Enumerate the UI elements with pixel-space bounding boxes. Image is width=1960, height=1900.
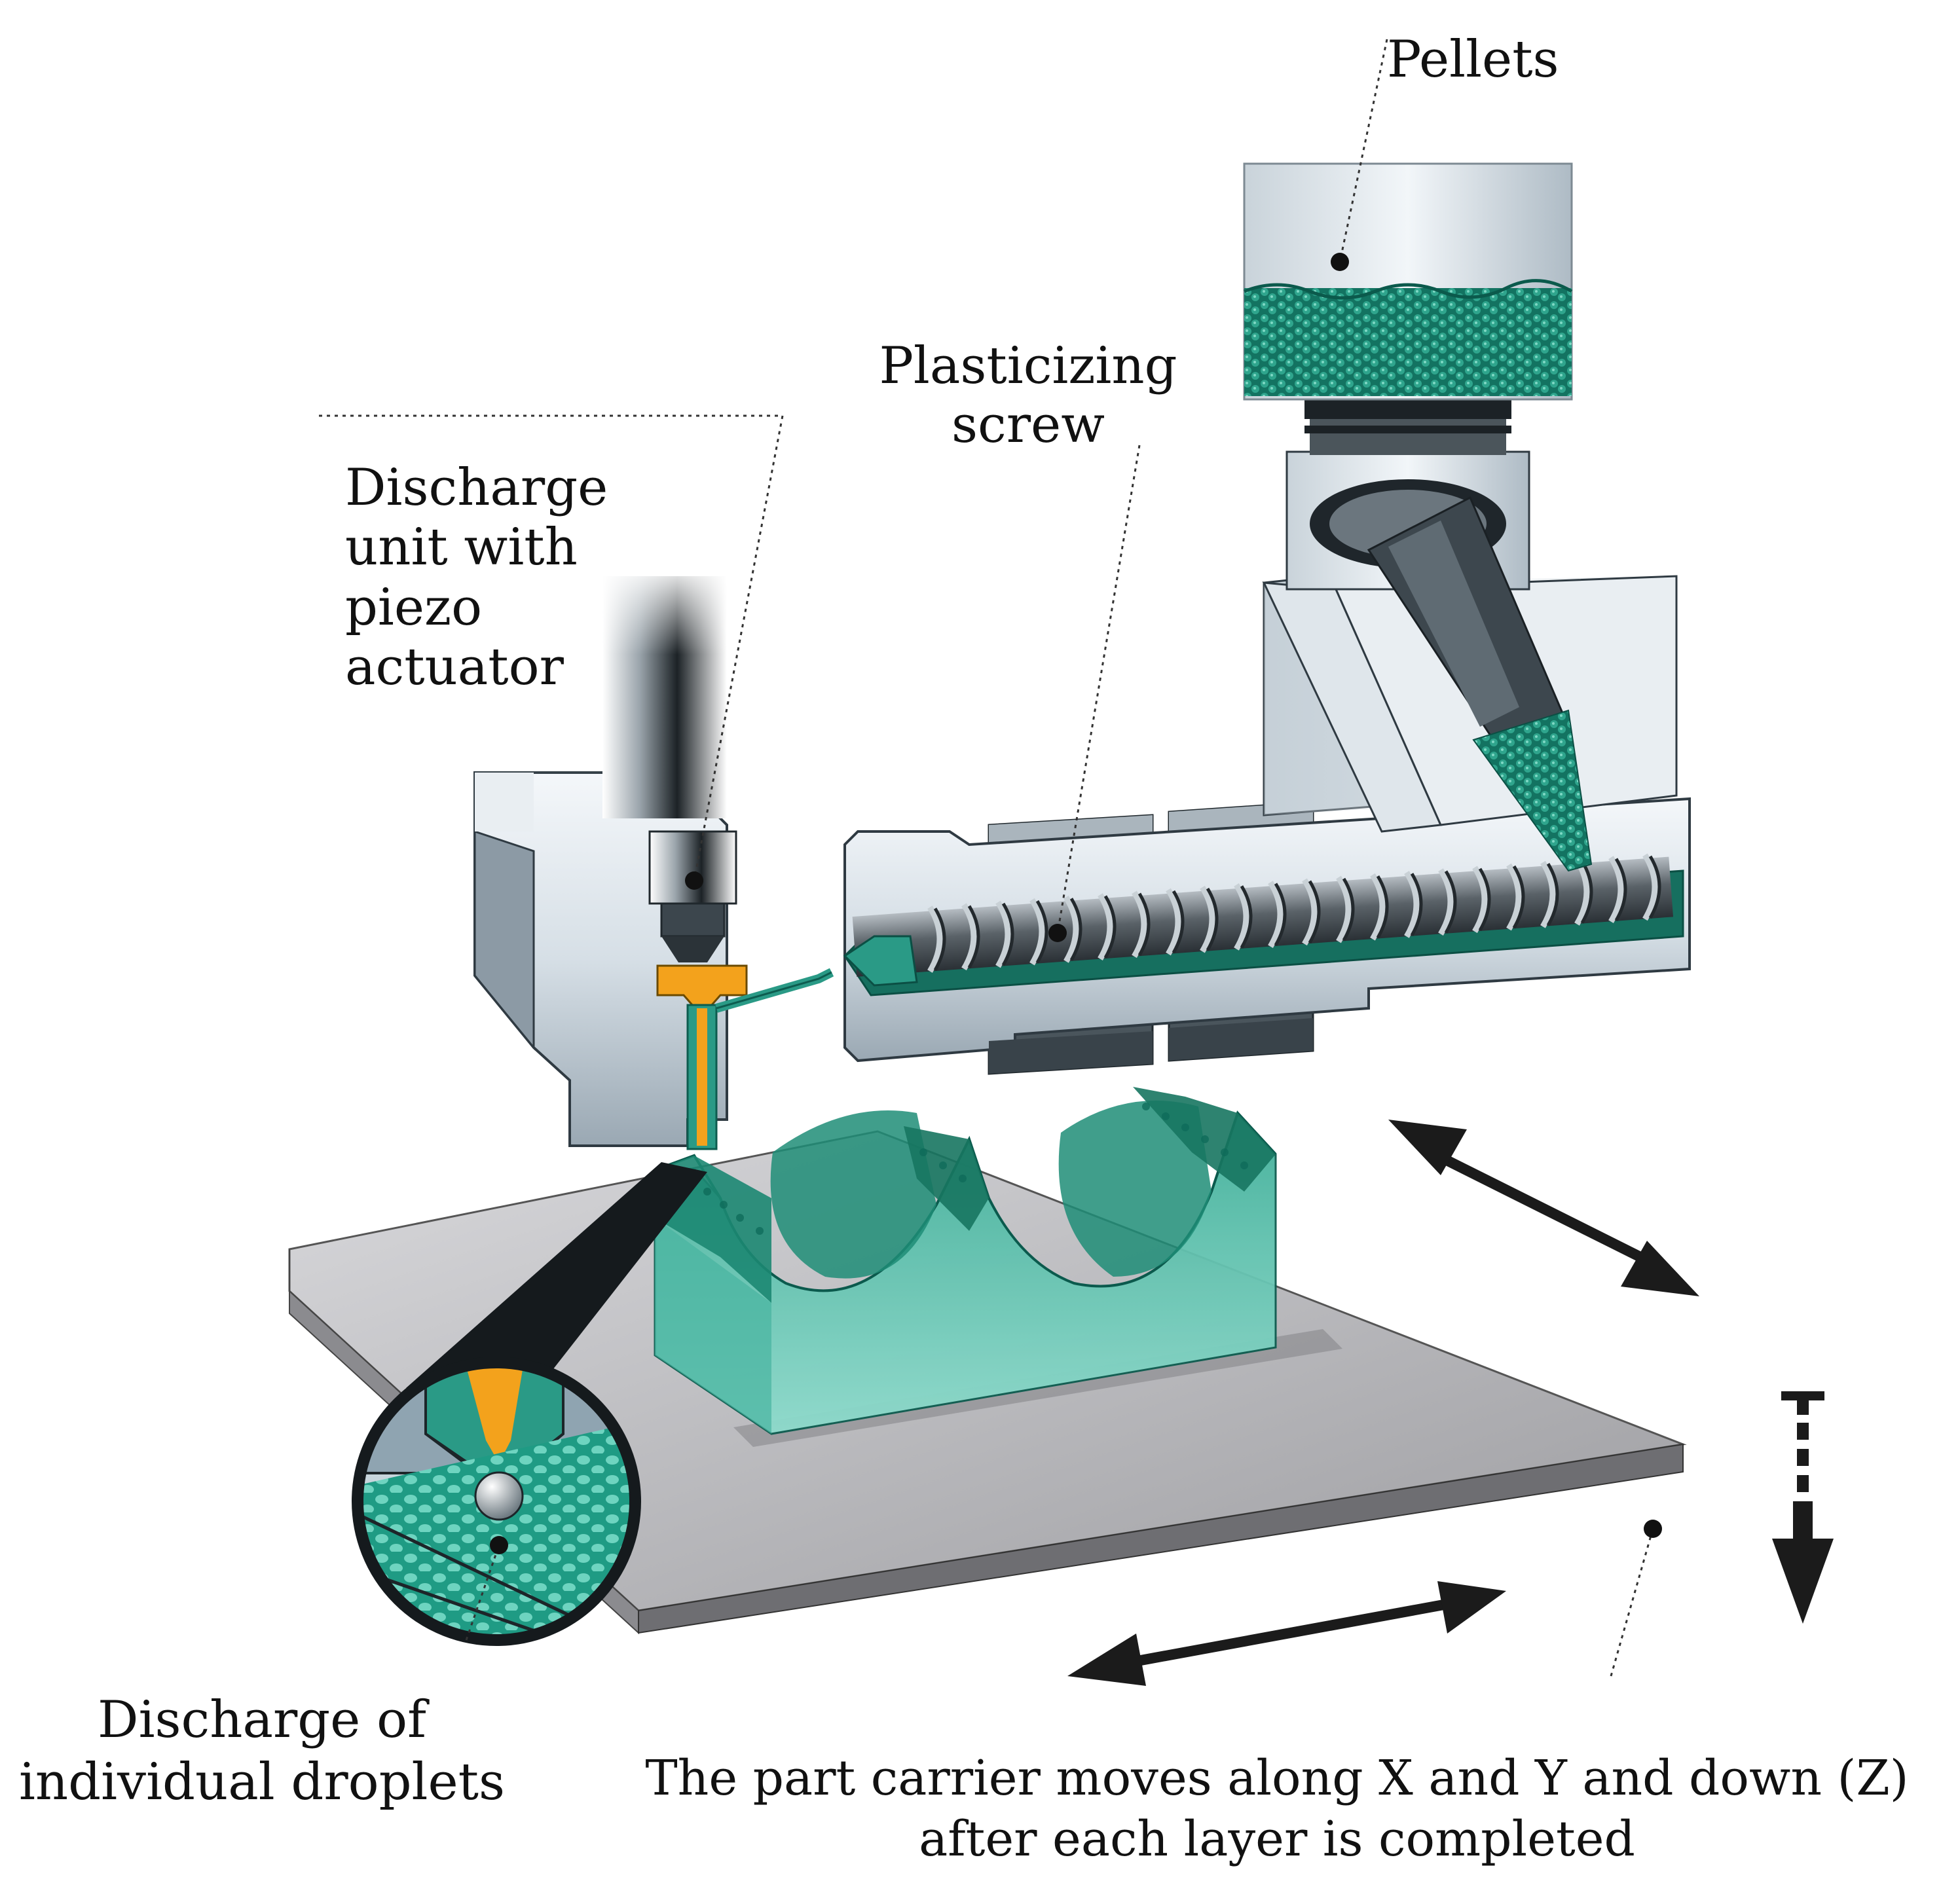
x-axis-arrow — [1067, 1581, 1506, 1686]
screw-flight — [1268, 881, 1284, 948]
screw-flight-shadow — [1308, 880, 1321, 944]
screw-flight-shadow — [1206, 887, 1219, 951]
screw-flight-shadow — [967, 905, 980, 969]
screw-flight — [1370, 873, 1386, 941]
screw-flight-shadow — [1444, 870, 1457, 934]
label-discharge-unit-line1: Discharge — [345, 458, 608, 517]
screw-flight — [1098, 893, 1113, 960]
screw-flight — [1166, 888, 1181, 956]
screw-flight-shadow — [1103, 895, 1117, 959]
screw-flight — [1234, 883, 1249, 951]
discharge-unit-body — [473, 563, 834, 1150]
screw-flight — [1302, 878, 1318, 946]
label-pellets-text: Pellets — [1387, 30, 1559, 89]
screw-flight — [1608, 856, 1624, 924]
label-plasticizing-screw-line2: screw — [952, 395, 1105, 454]
droplet-zoom-callout — [352, 1162, 707, 1646]
label-discharge-unit-line3: piezo — [345, 577, 483, 637]
label-part-carrier-line2: after each layer is completed — [919, 1810, 1635, 1867]
screw-flight-shadow — [1035, 900, 1048, 964]
label-discharge-unit-line4: actuator — [345, 637, 564, 697]
plasticizing-barrel — [843, 797, 1691, 1075]
screw-flight-shadow — [1274, 883, 1287, 946]
screw-flight — [1472, 866, 1488, 934]
leader-dots — [490, 253, 1662, 1554]
screw-flight — [995, 900, 1011, 968]
leader-lines — [319, 39, 1654, 1677]
screw-flight — [1642, 853, 1658, 921]
label-pellets: Pellets — [1387, 34, 1559, 85]
screw-flight-shadow — [1614, 858, 1627, 921]
screw-flight-shadow — [1342, 877, 1355, 941]
label-discharge-droplets: Discharge of individual droplets — [13, 1689, 511, 1814]
screw-flight — [1200, 885, 1215, 953]
screw-flight-shadow — [1580, 860, 1593, 924]
screw-flight — [1132, 890, 1147, 959]
label-plasticizing-screw-line1: Plasticizing — [879, 337, 1177, 395]
label-discharge-unit-line2: unit with — [345, 518, 578, 577]
screw-flight-shadow — [1410, 873, 1423, 936]
screw-flight — [1438, 868, 1454, 936]
screw-flight-shadow — [1240, 885, 1253, 949]
label-discharge-unit: Discharge unit with piezo actuator — [345, 458, 608, 697]
label-discharge-droplets-line2: individual droplets — [18, 1753, 506, 1812]
label-part-carrier-line1: The part carrier moves along X and Y and… — [645, 1750, 1909, 1806]
label-part-carrier: The part carrier moves along X and Y and… — [609, 1748, 1945, 1869]
y-axis-arrow — [1388, 1120, 1699, 1296]
screw-flight — [927, 905, 943, 973]
screw-flight-shadow — [1137, 892, 1151, 957]
z-axis-arrow — [1772, 1391, 1834, 1624]
screw-flight — [1336, 875, 1352, 943]
screw-flight-shadow — [1478, 868, 1491, 932]
screw-flight — [961, 903, 977, 971]
screw-flight-shadow — [1376, 875, 1389, 939]
hopper — [1243, 162, 1678, 872]
screw-flight — [1404, 871, 1420, 938]
label-discharge-droplets-line1: Discharge of — [98, 1690, 426, 1749]
screw-flight — [1540, 860, 1556, 928]
label-plasticizing-screw: Plasticizing screw — [874, 337, 1182, 454]
screw-flight — [1506, 863, 1522, 931]
screw-flight — [1063, 896, 1079, 963]
screw-flight-shadow — [1172, 890, 1185, 954]
screw-flight-shadow — [1512, 865, 1525, 929]
screw-flight-shadow — [1546, 862, 1559, 926]
screw-flight-shadow — [1648, 855, 1661, 919]
screw-flight — [1029, 898, 1045, 966]
screw-flight-shadow — [1069, 898, 1082, 961]
screw-flights — [927, 853, 1661, 973]
screw-flight-shadow — [933, 907, 946, 971]
screw-flight-shadow — [1001, 902, 1014, 966]
